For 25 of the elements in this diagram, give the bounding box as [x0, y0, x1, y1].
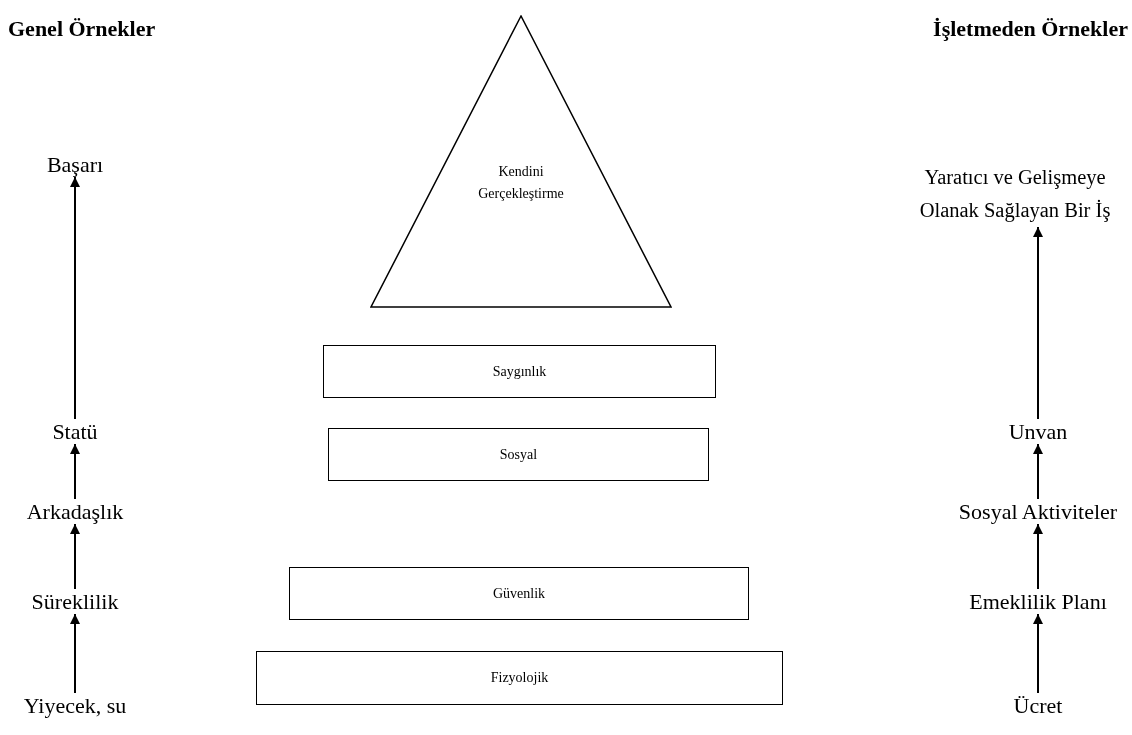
arrow [1033, 443, 1043, 500]
example-label: Emeklilik Planı [938, 589, 1132, 615]
need-level-box: Güvenlik [289, 567, 749, 620]
example-label: Unvan [948, 419, 1128, 445]
example-label: Yaratıcı ve Gelişmeye Olanak Sağlayan Bir İş [900, 161, 1130, 227]
arrow [1033, 523, 1043, 590]
arrow [1033, 613, 1043, 694]
example-label: Arkadaşlık [0, 499, 150, 525]
example-label: Statü [0, 419, 150, 445]
need-level-box: Sosyal [328, 428, 709, 481]
need-level-label: Kendini Gerçekleştirme [477, 163, 565, 203]
example-label: Başarı [0, 152, 150, 178]
example-label: Süreklilik [0, 589, 150, 615]
arrow [70, 443, 80, 500]
column-heading: İşletmeden Örnekler [933, 16, 1128, 42]
example-label: Ücret [948, 693, 1128, 719]
arrow [70, 613, 80, 694]
example-label: Yiyecek, su [0, 693, 150, 719]
arrow [1033, 226, 1043, 420]
arrow [70, 176, 80, 420]
need-level-box: Fizyolojik [256, 651, 783, 705]
arrow [70, 523, 80, 590]
column-heading: Genel Örnekler [8, 16, 156, 42]
example-label: Sosyal Aktiviteler [938, 499, 1132, 525]
need-level-box: Saygınlık [323, 345, 716, 398]
